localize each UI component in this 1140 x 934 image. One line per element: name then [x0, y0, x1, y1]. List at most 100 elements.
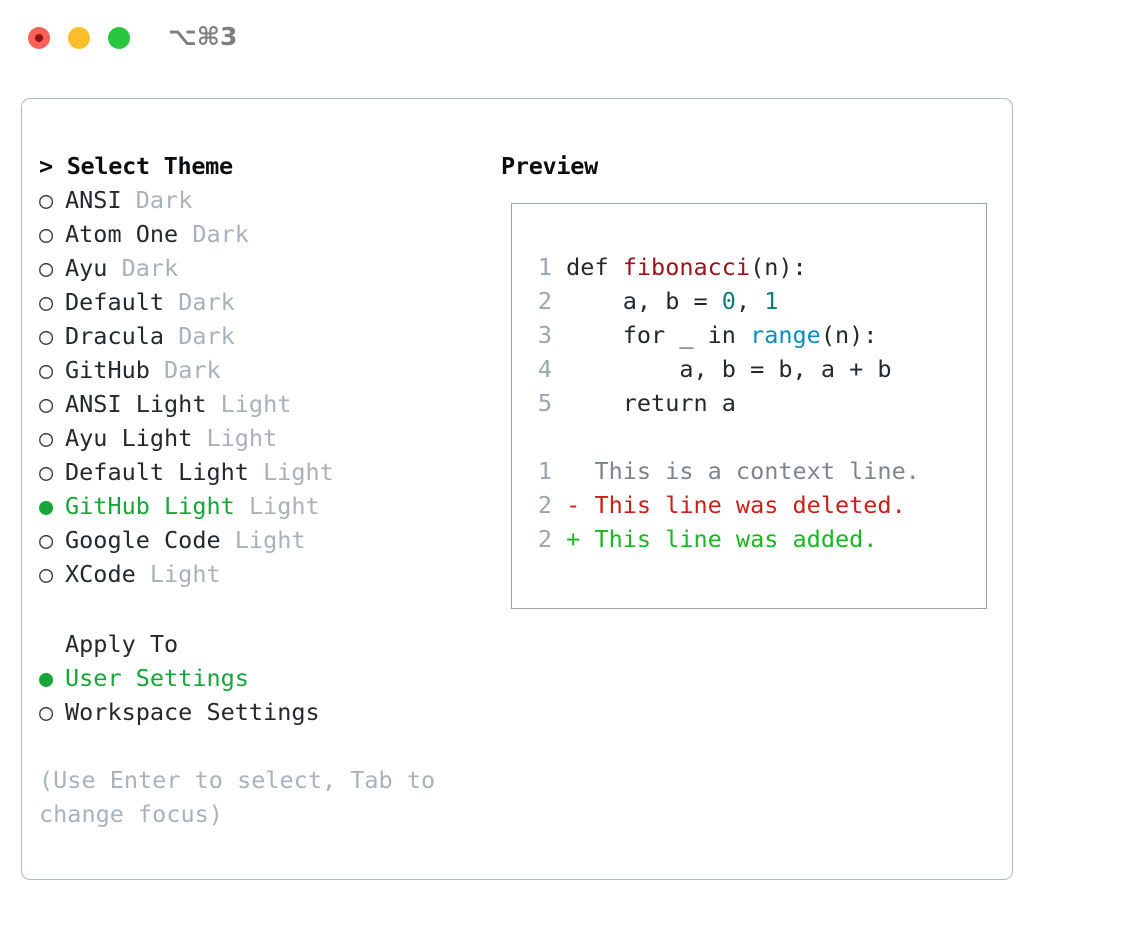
- maximize-window-button[interactable]: [108, 27, 130, 49]
- theme-variant-tag: Light: [206, 424, 278, 452]
- theme-variant-tag: Light: [149, 560, 221, 588]
- theme-option[interactable]: ○ Default Light Light: [39, 455, 479, 489]
- radio-unselected-icon[interactable]: ○: [39, 698, 54, 726]
- close-icon: [35, 34, 43, 42]
- theme-name: XCode: [65, 560, 150, 588]
- apply-to-list: ● User Settings ○ Workspace Settings: [39, 661, 479, 729]
- code-token: return a: [566, 389, 736, 417]
- apply-to-option[interactable]: ○ Workspace Settings: [39, 695, 479, 729]
- diff-text: This line was added.: [594, 525, 878, 553]
- theme-name: Default: [65, 288, 179, 316]
- code-token: 1: [764, 287, 779, 315]
- code-token: (n):: [820, 321, 878, 349]
- line-number: 4: [537, 355, 552, 383]
- radio-unselected-icon[interactable]: ○: [39, 322, 54, 350]
- theme-variant-tag: Light: [248, 492, 320, 520]
- apply-to-label: Workspace Settings: [65, 698, 320, 726]
- radio-unselected-icon[interactable]: ○: [39, 560, 54, 588]
- code-token: ,: [735, 287, 765, 315]
- code-token: 0: [721, 287, 736, 315]
- theme-option[interactable]: ○ Dracula Dark: [39, 319, 479, 353]
- code-line: 2 a, b = 0, 1: [526, 284, 920, 318]
- minimize-window-button[interactable]: [68, 27, 90, 49]
- theme-option[interactable]: ○ Atom One Dark: [39, 217, 479, 251]
- diff-marker: [566, 457, 594, 485]
- theme-option[interactable]: ○ Ayu Light Light: [39, 421, 479, 455]
- preview-title: Preview: [501, 152, 598, 180]
- theme-option[interactable]: ○ Default Dark: [39, 285, 479, 319]
- code-token: fibonacci: [622, 253, 751, 281]
- code-token: a, b = b, a + b: [566, 355, 892, 383]
- line-number: 1: [537, 253, 552, 281]
- apply-to-option[interactable]: ● User Settings: [39, 661, 479, 695]
- theme-name: GitHub Light: [65, 492, 249, 520]
- keyboard-shortcut-label: ⌥⌘3: [168, 22, 238, 51]
- code-line: 5 return a: [526, 386, 920, 420]
- theme-option[interactable]: ○GitHub Dark: [39, 353, 479, 387]
- theme-name: ANSI: [65, 186, 136, 214]
- diff-sample: 1 This is a context line.2 - This line w…: [526, 454, 920, 556]
- radio-selected-icon[interactable]: ●: [39, 664, 54, 692]
- radio-unselected-icon[interactable]: ○: [39, 526, 54, 554]
- theme-name: Ayu Light: [65, 424, 207, 452]
- theme-name: ANSI Light: [65, 390, 221, 418]
- theme-variant-tag: Dark: [178, 322, 235, 350]
- theme-option[interactable]: ○ XCode Light: [39, 557, 479, 591]
- radio-unselected-icon[interactable]: ○: [39, 254, 54, 282]
- diff-text: This line was deleted.: [594, 491, 906, 519]
- theme-variant-tag: Dark: [121, 254, 179, 282]
- apply-to-header: Apply To: [65, 630, 179, 658]
- theme-variant-tag: Dark: [178, 288, 235, 316]
- preview-column: Preview 1 def fibonacci(n):2 a, b = 0, 1…: [501, 149, 987, 609]
- radio-selected-icon[interactable]: ●: [39, 492, 54, 520]
- radio-unselected-icon[interactable]: ○: [39, 390, 54, 418]
- diff-line: 2 - This line was deleted.: [526, 488, 920, 522]
- theme-name: Default Light: [65, 458, 264, 486]
- radio-unselected-icon[interactable]: ○: [39, 186, 54, 214]
- diff-line: 2 + This line was added.: [526, 522, 920, 556]
- line-number: 1: [537, 457, 552, 485]
- theme-variant-tag: Light: [220, 390, 292, 418]
- apply-to-label: User Settings: [65, 664, 249, 692]
- code-line: 3 for _ in range(n):: [526, 318, 920, 352]
- diff-marker: -: [566, 491, 595, 519]
- diff-marker: +: [566, 525, 595, 553]
- code-token: def: [566, 253, 623, 281]
- line-number: 2: [537, 525, 552, 553]
- code-line: 4 a, b = b, a + b: [526, 352, 920, 386]
- radio-unselected-icon[interactable]: ○: [39, 220, 54, 248]
- diff-line: 1 This is a context line.: [526, 454, 920, 488]
- theme-option[interactable]: ○ Ayu Dark: [39, 251, 479, 285]
- theme-option[interactable]: ○ ANSI Dark: [39, 183, 479, 217]
- radio-unselected-icon[interactable]: ○: [39, 288, 54, 316]
- theme-option[interactable]: ○ Google Code Light: [39, 523, 479, 557]
- line-number: 2: [537, 491, 552, 519]
- theme-list: ○ ANSI Dark ○ Atom One Dark ○ Ayu Dark ○ Defaul…: [39, 183, 479, 591]
- theme-option[interactable]: ● GitHub Light Light: [39, 489, 479, 523]
- theme-option[interactable]: ○ ANSI Light Light: [39, 387, 479, 421]
- radio-unselected-icon[interactable]: ○: [39, 356, 54, 384]
- select-theme-header: > Select Theme: [39, 152, 233, 180]
- code-line: 1 def fibonacci(n):: [526, 250, 920, 284]
- theme-variant-tag: Light: [234, 526, 306, 554]
- theme-name: Dracula: [65, 322, 179, 350]
- theme-name: Atom One: [65, 220, 193, 248]
- content-panel: > Select Theme ○ANSI Dark○Atom One Dark○…: [21, 98, 1013, 880]
- spacer: [526, 420, 920, 454]
- theme-name: Ayu: [65, 254, 122, 282]
- theme-variant-tag: Light: [263, 458, 334, 486]
- keyboard-hint-text: (Use Enter to select, Tab to change focu…: [39, 766, 450, 828]
- theme-variant-tag: Dark: [164, 356, 221, 384]
- theme-variant-tag: Dark: [135, 186, 193, 214]
- line-number: 5: [537, 389, 552, 417]
- theme-selector-column: > Select Theme ○ANSI Dark○Atom One Dark○…: [39, 149, 479, 831]
- radio-unselected-icon[interactable]: ○: [39, 458, 54, 486]
- code-token: range: [750, 321, 821, 349]
- theme-name: Google Code: [65, 526, 235, 554]
- radio-unselected-icon[interactable]: ○: [39, 424, 54, 452]
- theme-variant-tag: Dark: [192, 220, 249, 248]
